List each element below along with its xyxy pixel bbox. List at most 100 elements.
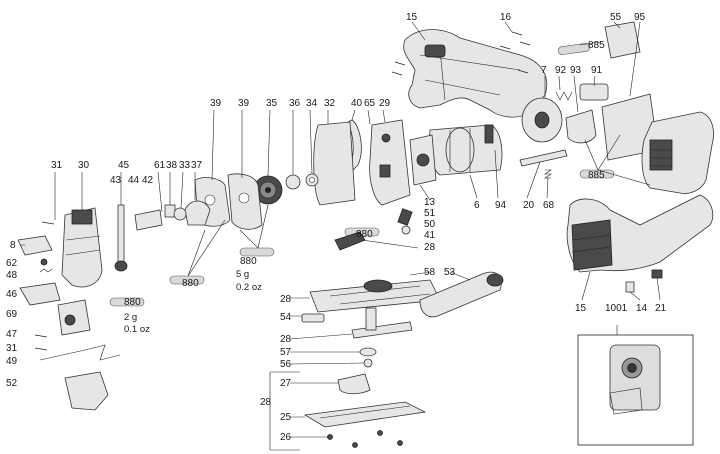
callout-65: 65	[364, 98, 376, 109]
screws-47-31	[34, 334, 48, 351]
callout-37: 37	[191, 160, 203, 171]
callout-57: 57	[280, 347, 292, 358]
callout-33: 33	[179, 160, 191, 171]
callout-38: 38	[166, 160, 178, 171]
callout-50: 50	[424, 219, 436, 230]
brush-holder-13	[409, 134, 437, 186]
callout-53: 53	[444, 267, 456, 278]
callout-28-b: 28	[280, 294, 292, 305]
note-center-oz: 0.2 oz	[236, 282, 262, 293]
callout-885-right: 885	[588, 170, 605, 181]
screw-31-top	[41, 221, 55, 225]
callout-15-right: 15	[575, 303, 587, 314]
bracket-27	[337, 373, 371, 395]
callout-58: 58	[424, 267, 436, 278]
bearings-38-33	[164, 204, 187, 221]
callout-39a: 39	[210, 98, 222, 109]
callout-35: 35	[266, 98, 278, 109]
callout-91: 91	[591, 65, 603, 76]
callout-16: 16	[500, 12, 512, 23]
callout-14: 14	[636, 303, 648, 314]
washers-36-34	[285, 173, 319, 190]
roller-69	[57, 299, 91, 336]
callout-52: 52	[6, 378, 18, 389]
callout-56: 56	[280, 359, 292, 370]
leader-lines	[20, 21, 661, 438]
gear-head-30	[61, 207, 103, 288]
callout-43: 43	[110, 175, 122, 186]
extraction-adapter-53	[419, 271, 504, 318]
washer-57	[359, 347, 377, 357]
balance-weight-37	[184, 200, 211, 226]
gasket-32	[313, 121, 356, 206]
callout-15-top: 15	[406, 12, 418, 23]
callout-880-mid: 880	[356, 229, 373, 240]
bracket-line-28-d	[269, 371, 300, 451]
callout-1001: 1001	[605, 303, 628, 314]
callout-880-lower: 880	[240, 256, 257, 267]
callout-7: 7	[541, 65, 547, 76]
callout-6: 6	[474, 200, 480, 211]
screw-set-top	[391, 31, 531, 76]
clip-54	[301, 313, 325, 323]
callout-49: 49	[6, 356, 18, 367]
callout-26: 26	[280, 432, 292, 443]
clamp-46	[19, 282, 61, 306]
switch-91	[579, 83, 609, 101]
grease-tube-880-center	[169, 275, 205, 285]
callout-39b: 39	[238, 98, 250, 109]
callout-55: 55	[610, 12, 622, 23]
callout-94: 94	[495, 200, 507, 211]
detail-box-1001	[577, 325, 694, 446]
grease-tube-885-top	[557, 41, 601, 55]
note-left-oz: 0.1 oz	[124, 324, 150, 335]
callout-47: 47	[6, 329, 18, 340]
callout-32: 32	[324, 98, 336, 109]
gear-housing-7	[521, 97, 563, 143]
callout-labels: 15 16 55 95 885 7 92 93 91 39 39 35 36 3…	[6, 12, 667, 443]
callout-21: 21	[655, 303, 667, 314]
callout-27: 27	[280, 378, 292, 389]
housing-shell-top	[403, 29, 548, 118]
small-parts-62-48	[39, 258, 53, 273]
callout-28-c: 28	[280, 334, 292, 345]
brush-spring-20	[519, 149, 568, 167]
callout-54: 54	[280, 312, 292, 323]
assembled-housing-15	[566, 194, 714, 273]
callout-93: 93	[570, 65, 582, 76]
gear-case-29	[369, 119, 411, 206]
callout-885-top: 885	[588, 40, 605, 51]
note-center-qty: 5 g	[236, 269, 249, 280]
lever-28-a	[334, 231, 366, 251]
callout-44: 44	[128, 175, 140, 186]
wire-clip-49	[39, 344, 121, 361]
callout-31-top: 31	[51, 160, 63, 171]
callout-28-d: 28	[260, 397, 272, 408]
base-plate-25	[303, 401, 427, 428]
callout-13: 13	[424, 197, 436, 208]
callout-880-left: 880	[124, 297, 141, 308]
spring-68	[544, 169, 552, 179]
grease-tube-880-lower	[239, 247, 275, 257]
label-card-55	[604, 21, 641, 59]
slide-28-c	[351, 307, 413, 339]
callout-34: 34	[306, 98, 318, 109]
callout-45: 45	[118, 160, 130, 171]
callout-880-center: 880	[182, 278, 199, 289]
switch-bracket-93	[565, 109, 597, 144]
callout-29: 29	[379, 98, 391, 109]
grease-tube-880-left	[109, 297, 145, 307]
plunger-rod-43	[114, 204, 128, 272]
callout-42: 42	[142, 175, 154, 186]
callout-95: 95	[634, 12, 646, 23]
cover-52	[64, 371, 109, 411]
guide-pieces-44-42	[134, 209, 163, 231]
callout-31-bot: 31	[6, 343, 18, 354]
small-parts-51-50-41	[397, 208, 413, 235]
callout-69: 69	[6, 309, 18, 320]
callout-51: 51	[424, 208, 436, 219]
battery-pack	[641, 111, 714, 194]
callout-30: 30	[78, 160, 90, 171]
